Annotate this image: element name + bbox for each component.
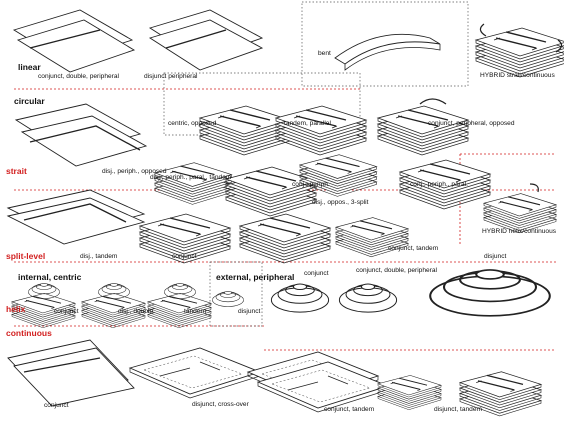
caption-disj-periph-paral-tandem: disj., periph., paral., tandem: [150, 174, 232, 181]
category-internal-centric: internal, centric: [18, 272, 82, 282]
caption-disj-oppos-3split: disj., oppos., 3-split: [312, 199, 369, 206]
caption-centric-opposed: centric, opposed: [168, 120, 217, 127]
caption-hybrid-strait-continuous: HYBRID strait/continuous: [480, 72, 555, 79]
linear-diagrams: [12, 9, 264, 73]
caption-conjunct-tandem-continuous: conjunct, tandem: [324, 406, 375, 413]
category-strait: strait: [6, 166, 27, 176]
caption-conj-periph: conj., periph.: [292, 181, 330, 188]
caption-bent: bent: [318, 50, 331, 57]
caption-tandem: tandem: [184, 308, 206, 315]
bent-diagram: [334, 33, 441, 71]
category-linear: linear: [18, 62, 41, 72]
caption-disjunct-peripheral: disjunct peripheral: [144, 73, 198, 80]
caption-disj-tandem: disj., tandem: [80, 253, 118, 260]
caption-disjunct-helix-large: disjunct: [484, 253, 507, 260]
category-continuous: continuous: [6, 328, 52, 338]
caption-tandem-parallel: tandem, parallel: [284, 120, 331, 127]
circular-diagrams: [14, 98, 468, 167]
helix-internal-centric-diagrams: [12, 283, 211, 327]
category-circular: circular: [14, 96, 45, 106]
caption-disjunct-helix-external: disjunct: [238, 308, 261, 315]
continuous-diagrams: [7, 339, 541, 416]
caption-conjunct-tandem-split: conjunct, tandem: [388, 245, 439, 252]
caption-conjunct-continuous: conjunct: [44, 402, 69, 409]
caption-conjunct-helix-external: conjunct: [304, 270, 329, 277]
caption-hybrid-helix-continuous: HYBRID helix/continuous: [482, 228, 557, 235]
caption-conjunct-peripheral-opposed: conjunct, peripheral, opposed: [428, 120, 515, 127]
caption-conjunct-split: conjunct: [172, 253, 197, 260]
category-split-level: split-level: [6, 251, 46, 261]
split-level-diagrams: [6, 189, 408, 263]
caption-disjunct-cross-over: disjunct, cross-over: [192, 401, 249, 408]
caption-conjunct-double-peripheral: conjunct, double, peripheral: [38, 73, 120, 80]
dotted-boxes: [163, 1, 469, 327]
category-external-peripheral: external, peripheral: [216, 272, 295, 282]
caption-disj-double: disj., double: [118, 308, 154, 315]
strait-diagrams: [155, 155, 556, 233]
caption-disj-periph-opposed: disj., periph., opposed: [102, 168, 167, 175]
caption-disjunct-tandem: disjunct, tandem: [434, 406, 483, 413]
hybrid-strait-continuous-diagram: [476, 23, 564, 77]
category-helix: helix: [6, 304, 26, 314]
caption-conjunct-double-peripheral-helix: conjunct, double, peripheral: [356, 267, 438, 274]
caption-conjunct-helix-internal: conjunct: [54, 308, 79, 315]
caption-conj-periph-paral: conj., periph., paral.: [410, 181, 468, 188]
